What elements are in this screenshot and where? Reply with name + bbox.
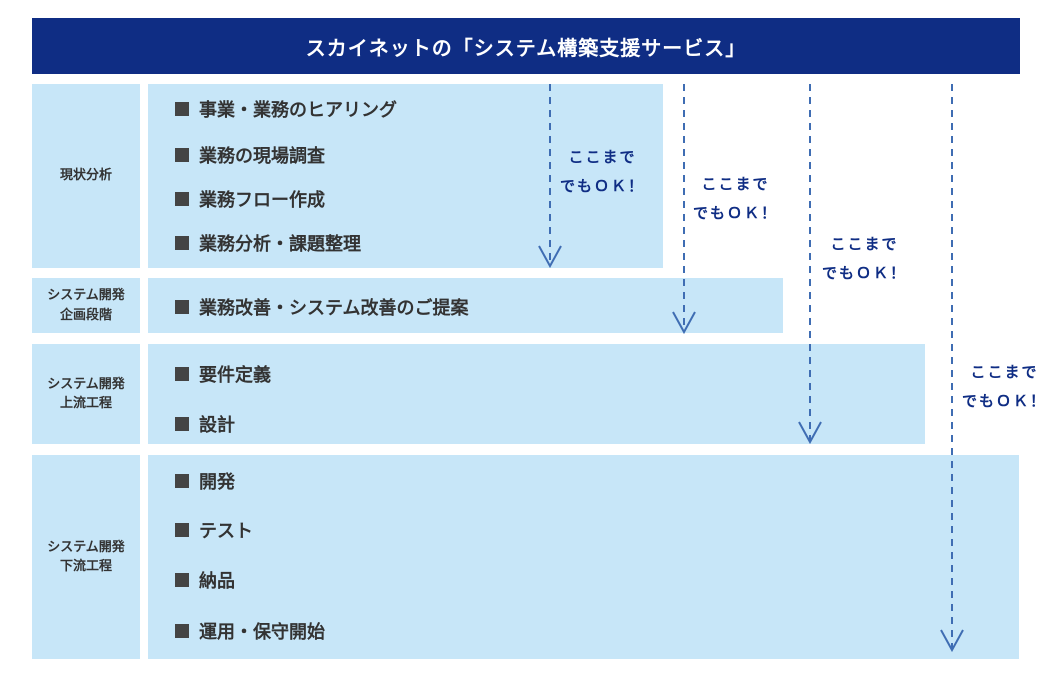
task-item: 設計 (175, 411, 235, 437)
task-label: 要件定義 (199, 365, 271, 386)
task-label: 業務の現場調査 (199, 146, 325, 167)
arrow-head-icon (940, 629, 964, 653)
task-label: 業務改善・システム改善のご提案 (199, 298, 469, 319)
phase-label-line: システム開発 (47, 376, 125, 392)
task-item: テスト (175, 517, 253, 543)
bullet-square-icon (175, 148, 189, 162)
task-item: 開発 (175, 468, 235, 494)
bullet-square-icon (175, 367, 189, 381)
task-item: 業務の現場調査 (175, 142, 325, 168)
phase-label-line: システム開発 (47, 288, 125, 303)
stop-note: ここまで でもＯＫ！ (962, 358, 1047, 415)
bullet-square-icon (175, 102, 189, 116)
task-item: 業務分析・課題整理 (175, 230, 361, 256)
task-label: 運用・保守開始 (199, 622, 325, 643)
stop-note-line: でもＯＫ！ (962, 391, 1048, 410)
phase-label-line: 上流工程 (59, 396, 112, 411)
task-item: 要件定義 (175, 361, 271, 387)
phase-panel-current-analysis (148, 84, 663, 268)
bullet-square-icon (175, 523, 189, 537)
stop-note: ここまで でもＯＫ！ (693, 170, 778, 227)
phase-panel-upstream (148, 344, 925, 444)
phase-label-line: 現状分析 (59, 168, 112, 184)
task-label: 開発 (199, 472, 235, 493)
task-item: 運用・保守開始 (175, 618, 325, 644)
stop-note-line: ここまで (701, 175, 770, 193)
phase-panel-planning (148, 278, 783, 333)
bullet-square-icon (175, 192, 189, 206)
phase-label-line: システム開発 (47, 539, 125, 555)
task-label: 設計 (199, 415, 235, 436)
phase-label-upstream: システム開発 上流工程 (32, 344, 140, 444)
task-item: 納品 (175, 567, 235, 593)
phase-label-downstream: システム開発 下流工程 (32, 455, 140, 659)
stop-note-line: でもＯＫ！ (822, 263, 908, 282)
bullet-square-icon (175, 624, 189, 638)
bullet-square-icon (175, 417, 189, 431)
stop-note: ここまで でもＯＫ！ (560, 143, 645, 200)
task-item: 業務フロー作成 (175, 186, 325, 212)
task-label: 業務フロー作成 (199, 190, 325, 211)
bullet-square-icon (175, 300, 189, 314)
stop-note-line: でもＯＫ！ (560, 176, 646, 195)
task-label: テスト (199, 521, 253, 542)
task-item: 事業・業務のヒアリング (175, 96, 397, 122)
arrow-head-icon (538, 245, 562, 269)
bullet-square-icon (175, 236, 189, 250)
bullet-square-icon (175, 474, 189, 488)
phase-label-line: 企画段階 (59, 307, 112, 323)
stop-note-line: ここまで (568, 148, 637, 166)
stop-note: ここまで でもＯＫ！ (822, 230, 907, 287)
task-label: 納品 (199, 571, 235, 592)
stop-note-line: でもＯＫ！ (693, 203, 779, 222)
bullet-square-icon (175, 573, 189, 587)
stop-note-line: ここまで (830, 235, 899, 253)
phase-panel-downstream (148, 455, 1019, 659)
page-title: スカイネットの「システム構築支援サービス」 (32, 18, 1020, 74)
phase-label-planning: システム開発 企画段階 (32, 278, 140, 333)
task-item: 業務改善・システム改善のご提案 (175, 294, 468, 320)
phase-label-current-analysis: 現状分析 (32, 84, 140, 268)
task-label: 事業・業務のヒアリング (199, 100, 397, 121)
task-label: 業務分析・課題整理 (199, 234, 361, 255)
phase-label-line: 下流工程 (59, 559, 112, 574)
arrow-head-icon (798, 421, 822, 445)
stop-note-line: ここまで (970, 363, 1039, 381)
arrow-head-icon (672, 311, 696, 335)
